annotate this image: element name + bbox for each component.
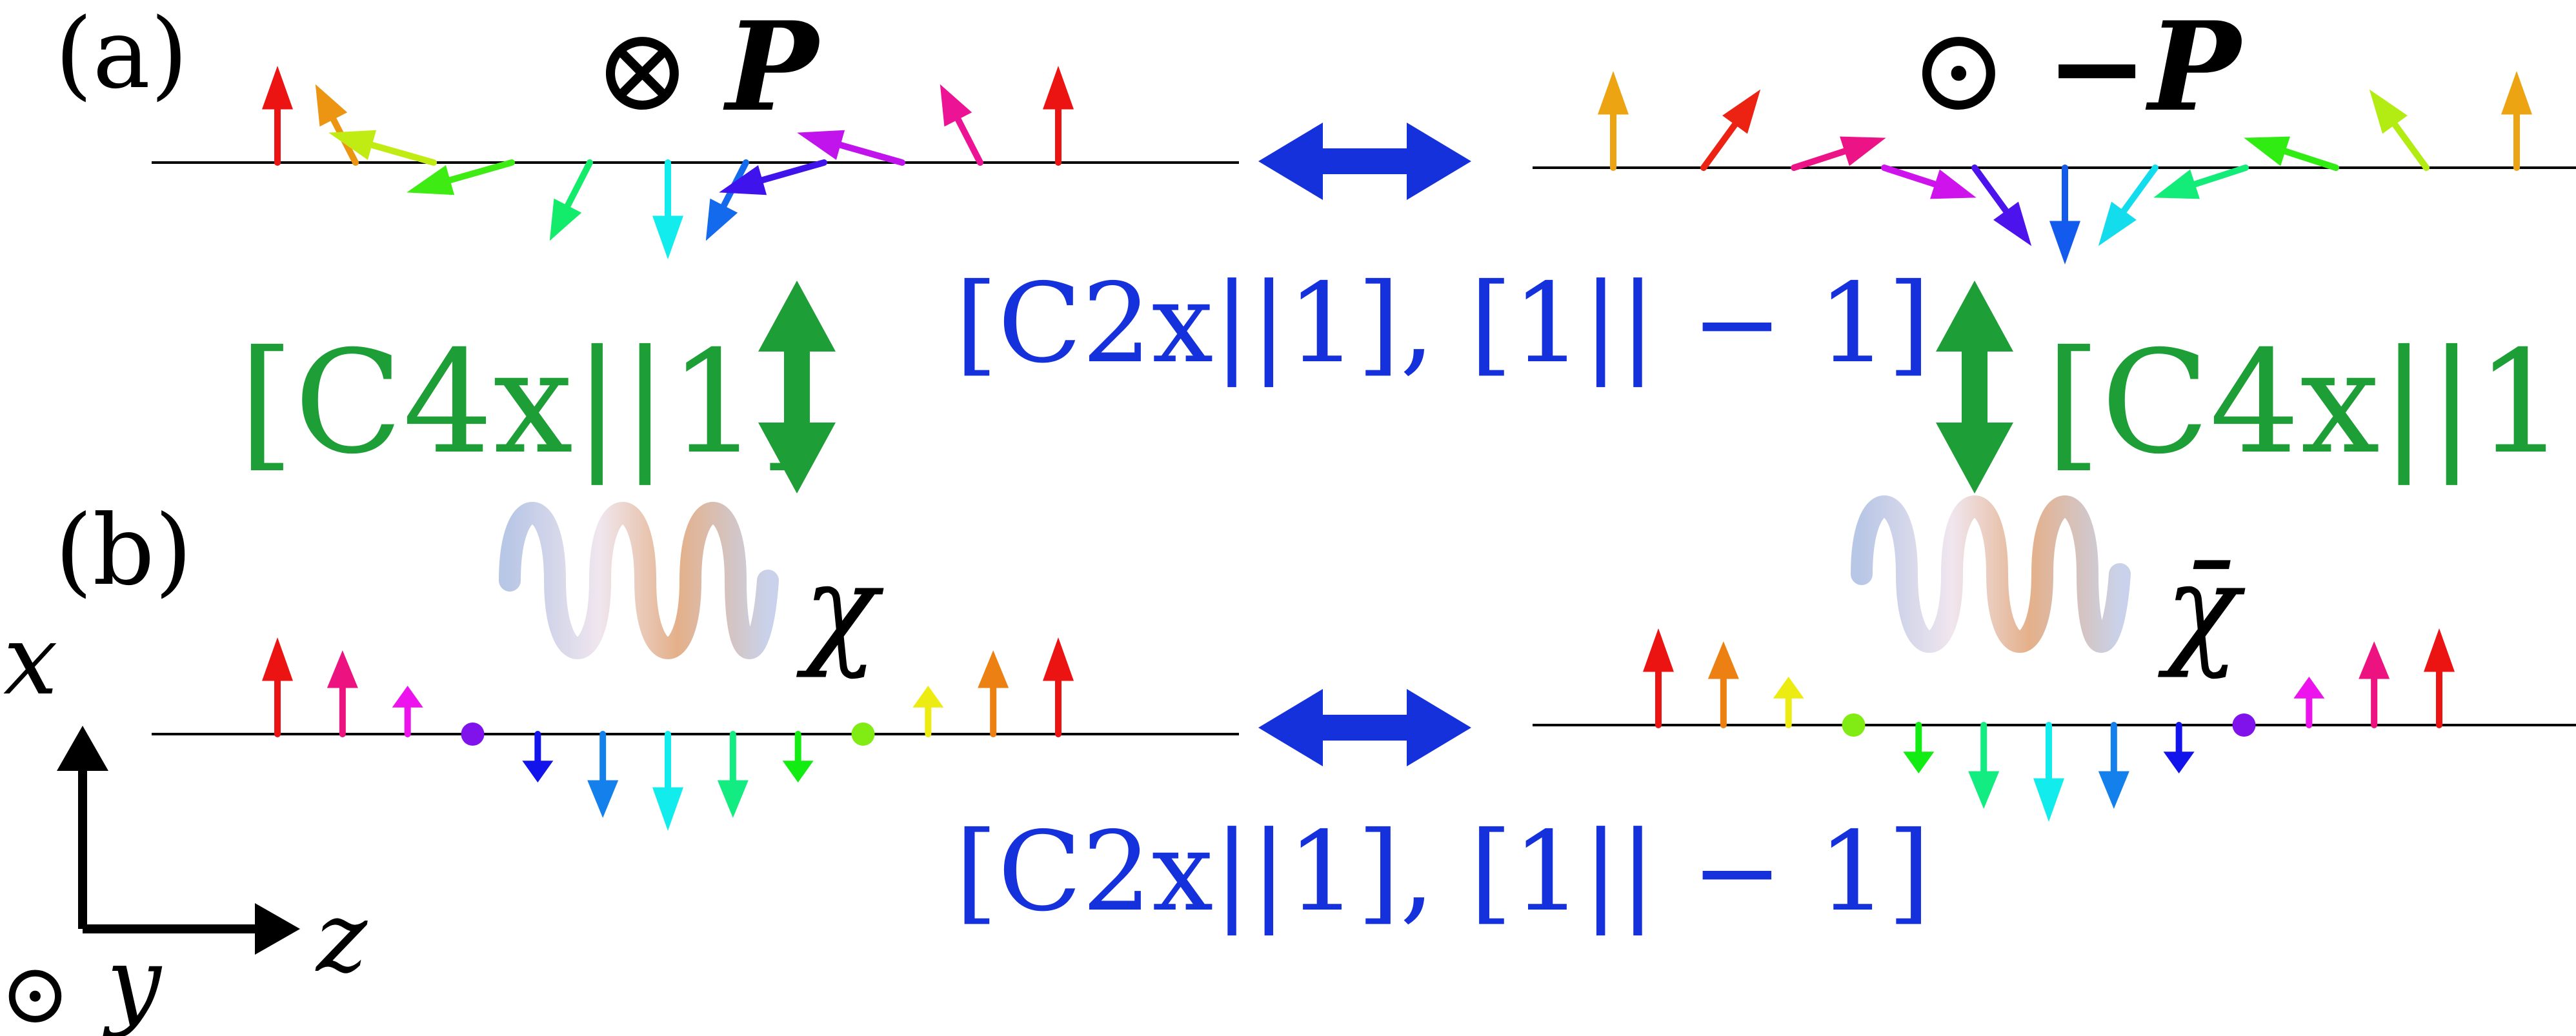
panel-b-label: (b) <box>55 495 192 607</box>
out-of-page-symbol: ⊙ <box>1910 3 2007 137</box>
chirality-label-right: χ̄ <box>2157 538 2246 681</box>
spin-arrow-shaft <box>1700 121 1738 171</box>
spin-arrow-head <box>2163 752 2195 773</box>
spin-chain-a-right <box>1598 71 2532 264</box>
panel-a-label: (a) <box>55 0 188 110</box>
spin-arrow-head <box>1930 169 1977 199</box>
spin-arrow-head <box>328 130 377 160</box>
spin-dot <box>1842 713 1866 737</box>
polarization-label-left: P <box>723 0 821 139</box>
spin-arrow-head <box>2424 628 2455 672</box>
spin-arrow-shaft <box>759 159 827 184</box>
axis-label-z: z <box>315 882 368 994</box>
spin-chain-b-left <box>262 637 1074 831</box>
spin-arrow-head <box>717 780 749 818</box>
symmetry-op-c2x-bottom: [C2x||1], [1|| − 1] <box>955 808 1931 936</box>
spin-arrow-shaft <box>368 141 437 166</box>
spin-arrow-head <box>2033 778 2064 822</box>
helix-icon <box>1851 495 2131 653</box>
spin-arrow-head <box>1043 66 1074 110</box>
symmetry-op-c2x-top: [C2x||1], [1|| − 1] <box>955 260 1931 388</box>
axis-label-y: y <box>103 927 163 1036</box>
spin-arrow-head <box>2153 169 2200 199</box>
symmetry-op-c4x-left: [C4x||1] <box>239 320 814 485</box>
spin-arrow-head <box>978 650 1009 688</box>
spin-arrow-shaft <box>2391 121 2430 171</box>
spin-arrow-head <box>719 165 767 195</box>
spin-arrow-head <box>1043 637 1074 681</box>
spin-arrow-head <box>2369 89 2408 134</box>
axis-label-x: x <box>3 604 58 717</box>
out-of-page-symbol: ⊙ <box>0 944 70 1036</box>
spin-arrow-head <box>2359 641 2390 679</box>
spin-arrow-shaft <box>837 141 905 166</box>
double-headed-arrow-icon <box>1936 281 2013 493</box>
spin-arrow-shaft <box>564 159 593 209</box>
double-headed-arrow-icon <box>1258 123 1471 200</box>
spin-arrow-head <box>940 84 972 127</box>
spin-arrow-head <box>1598 71 1629 115</box>
spin-arrow-shaft <box>1881 164 1938 188</box>
spin-arrow-shaft <box>2191 164 2249 188</box>
spin-arrow-head <box>1968 771 2000 809</box>
spin-arrow-head <box>2293 677 2325 699</box>
spin-arrow-shaft <box>2282 148 2339 171</box>
spin-arrow-head <box>1643 628 1674 672</box>
spin-arrow-head <box>407 165 455 195</box>
spin-arrow-head <box>797 130 845 160</box>
spin-arrow-shaft <box>954 116 983 166</box>
symmetry-op-c4x-right: [C4x||1] <box>2046 320 2576 485</box>
spin-arrow-head <box>912 686 944 708</box>
coordinate-axes <box>57 726 300 955</box>
spin-arrow-shaft <box>1971 164 2009 214</box>
spin-arrow-head <box>587 780 619 818</box>
spin-arrow-head <box>392 686 423 708</box>
spin-arrow-head <box>327 650 358 688</box>
spin-arrow-head <box>262 637 293 681</box>
spin-arrow-head <box>2244 136 2290 166</box>
spin-arrow-head <box>2098 771 2129 809</box>
spin-arrow-shaft <box>1791 148 1848 171</box>
spin-arrow-head <box>652 215 683 259</box>
chirality-label-left: χ <box>796 538 884 681</box>
spin-arrow-head <box>522 761 554 782</box>
double-headed-arrow-icon <box>1258 689 1471 766</box>
spin-chain-b-right <box>1643 628 2455 822</box>
spin-arrow-head <box>1993 201 2032 246</box>
spin-arrow-head <box>652 787 683 831</box>
spin-arrow-head <box>2501 71 2532 115</box>
spin-dot <box>461 722 485 746</box>
spin-dot <box>2232 713 2256 737</box>
spin-arrow-head <box>1903 752 1935 773</box>
spin-arrow-head <box>1840 136 1886 166</box>
spin-arrow-head <box>2098 201 2137 246</box>
spin-arrow-head <box>262 66 293 110</box>
spin-arrow-head <box>549 198 582 241</box>
spin-arrow-head <box>1722 89 1761 134</box>
spin-arrow-shaft <box>2120 164 2158 214</box>
double-headed-arrow-icon <box>758 281 836 493</box>
into-page-symbol: ⊗ <box>594 3 691 137</box>
spin-arrow-head <box>1773 677 1804 699</box>
spin-chain-a-left <box>262 66 1074 259</box>
spin-arrow-head <box>315 84 348 127</box>
polarization-label-right: −P <box>2046 0 2244 139</box>
spin-arrow-head <box>1707 641 1739 679</box>
spin-dot <box>851 722 875 746</box>
helix-icon <box>499 502 779 659</box>
spin-arrow-head <box>2049 221 2080 264</box>
spin-arrow-shaft <box>447 159 515 184</box>
spin-arrow-head <box>782 761 814 782</box>
spin-arrow-head <box>705 198 738 241</box>
